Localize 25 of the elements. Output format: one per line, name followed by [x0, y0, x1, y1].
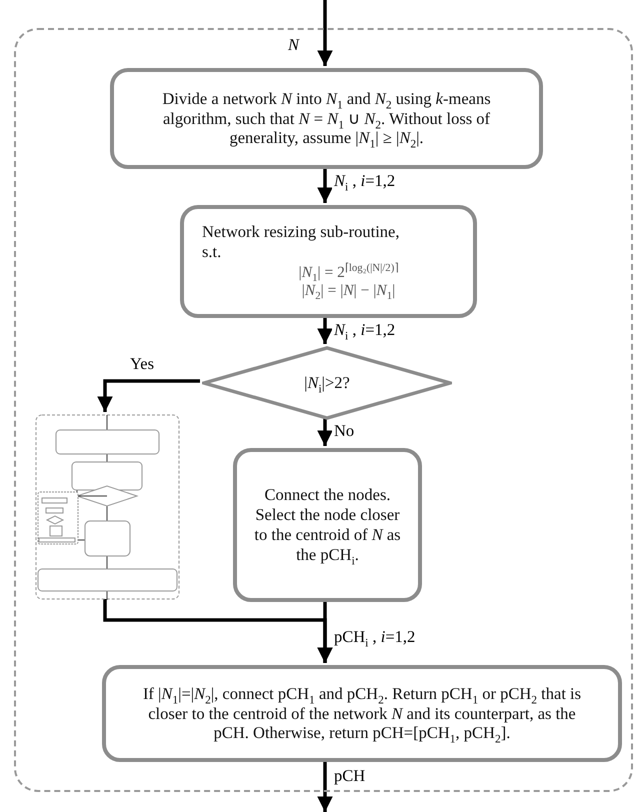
step-text: Divide a network N into N$_{1}$ and N$_{2}$ using k-means algorithm, such that N = N$_{1}$ ∪ N$_{2}$. Without loss of generality, assume |N$_{1}$| ≥ |N$_{2}$|. [161, 88, 492, 148]
arrow [317, 0, 333, 66]
edge-label: pCH [332, 767, 368, 786]
process-box [180, 205, 477, 318]
mini-flowchart-drawing [35, 414, 180, 600]
process-box [110, 68, 543, 169]
arrow [317, 316, 333, 344]
dashed-group-boundary [14, 28, 633, 792]
step-text: Connect the nodes. Select the node closer to the centroid of N as the pCH$_{i}$. [253, 485, 402, 565]
arrow [317, 167, 333, 203]
arrow [317, 760, 333, 812]
edge-label: N$_{i}$ , i=1,2 [332, 172, 398, 190]
arrow [97, 379, 200, 412]
arrow [317, 600, 333, 663]
process-box [233, 448, 422, 602]
step-text: If |N$_{1}$|=|N$_{2}$|, connect pCH$_{1}$ and pCH$_{2}$. Return pCH$_{1}$ or pCH$_{2}$ that is closer to the centroid of the network N and its counterpart, as the pCH. Otherwise, return pCH=[pCH$_{1}$, pCH$_{2}$]. [142, 684, 582, 744]
arrow [317, 418, 333, 446]
edge-label: pCH$_{i}$ , i=1,2 [332, 628, 418, 646]
formula: |N$_{2}$| = |N| − |N$_{1}$| [302, 282, 396, 301]
step-text: Network resizing sub-routine, s.t. [202, 222, 400, 262]
step-text: |N$_{i}$|>2? [304, 373, 350, 393]
formula: |N$_{1}$| = 2$^{⌈log₂(|N|/2)⌉}$ [298, 264, 398, 282]
edge-label: N$_{i}$ , i=1,2 [332, 321, 398, 340]
decision-diamond [202, 346, 452, 420]
process-box [102, 665, 622, 762]
